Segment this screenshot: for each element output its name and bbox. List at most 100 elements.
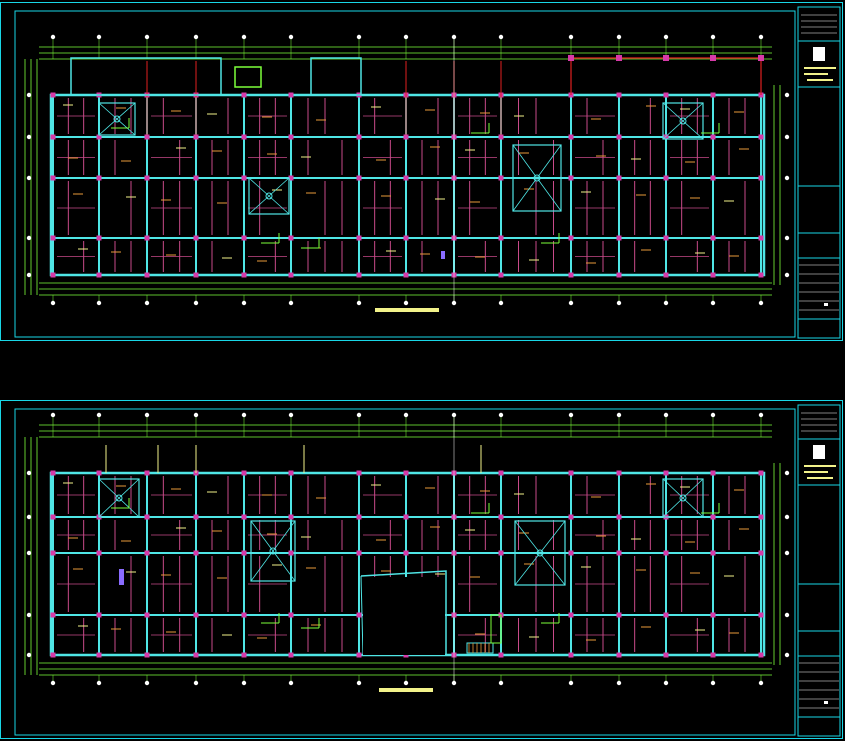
- axis-bubble-top: [498, 34, 504, 40]
- column: [758, 55, 764, 61]
- column: [498, 134, 504, 140]
- column: [498, 235, 504, 241]
- column: [663, 652, 669, 658]
- column: [568, 514, 574, 520]
- axis-bubble-top: [96, 412, 102, 418]
- column: [498, 272, 504, 278]
- axis-bubble-bottom: [96, 300, 102, 306]
- column: [710, 470, 716, 476]
- column: [50, 550, 56, 556]
- axis-bubble-bottom: [498, 680, 504, 686]
- column: [403, 514, 409, 520]
- column: [568, 550, 574, 556]
- column: [96, 235, 102, 241]
- column: [50, 92, 56, 98]
- column: [193, 235, 199, 241]
- stair-cross: [98, 478, 140, 518]
- column: [288, 612, 294, 618]
- axis-bubble-bottom: [616, 300, 622, 306]
- column: [616, 652, 622, 658]
- column: [498, 514, 504, 520]
- axis-bubble-top: [356, 34, 362, 40]
- axis-bubble-top: [193, 34, 199, 40]
- column: [50, 272, 56, 278]
- axis-bubble-left: [26, 470, 32, 476]
- column: [616, 55, 622, 61]
- stair-cross: [98, 102, 136, 136]
- scale-bar: [379, 688, 433, 692]
- column: [288, 550, 294, 556]
- stair-node: [679, 494, 687, 502]
- logo-icon: [813, 47, 825, 61]
- column: [663, 550, 669, 556]
- column: [288, 272, 294, 278]
- column: [663, 235, 669, 241]
- axis-bubble-top: [710, 34, 716, 40]
- title-text-line: [804, 67, 836, 69]
- column: [241, 514, 247, 520]
- sheet-number-mark: [824, 303, 828, 306]
- column: [50, 175, 56, 181]
- column: [50, 470, 56, 476]
- axis-bubble-bottom: [144, 680, 150, 686]
- column: [616, 272, 622, 278]
- column: [144, 612, 150, 618]
- axis-bubble-bottom: [758, 680, 764, 686]
- column: [96, 612, 102, 618]
- column: [710, 514, 716, 520]
- axis-bubble-bottom: [758, 300, 764, 306]
- axis-bubble-bottom: [356, 680, 362, 686]
- column: [144, 470, 150, 476]
- column: [144, 550, 150, 556]
- column: [403, 470, 409, 476]
- upper-room-box: [234, 66, 262, 88]
- stair-core: [512, 144, 562, 212]
- axis-bubble-bottom: [50, 680, 56, 686]
- column: [758, 470, 764, 476]
- drawing-sheet-2: [0, 400, 843, 739]
- axis-bubble-right: [784, 470, 790, 476]
- column: [710, 92, 716, 98]
- column: [193, 175, 199, 181]
- title-block: [797, 6, 841, 339]
- column: [710, 134, 716, 140]
- column: [241, 272, 247, 278]
- axis-bubble-top: [568, 412, 574, 418]
- column: [356, 514, 362, 520]
- axis-bubble-left: [26, 134, 32, 140]
- stair-core: [248, 177, 290, 215]
- stair-node: [536, 549, 544, 557]
- column: [193, 550, 199, 556]
- column: [241, 175, 247, 181]
- inner-frame: [14, 408, 796, 736]
- column: [288, 175, 294, 181]
- column: [498, 652, 504, 658]
- axis-bubble-bottom: [568, 300, 574, 306]
- column: [568, 612, 574, 618]
- column: [50, 612, 56, 618]
- axis-bubble-top: [663, 34, 669, 40]
- axis-bubble-top: [498, 412, 504, 418]
- axis-bubble-right: [784, 92, 790, 98]
- column: [288, 470, 294, 476]
- axis-bubble-left: [26, 235, 32, 241]
- axis-bubble-bottom: [710, 680, 716, 686]
- atrium-void: [363, 577, 445, 655]
- column: [288, 92, 294, 98]
- column: [403, 550, 409, 556]
- column: [663, 175, 669, 181]
- column: [758, 235, 764, 241]
- column: [356, 175, 362, 181]
- column: [356, 612, 362, 618]
- axis-bubble-right: [784, 235, 790, 241]
- title-text-line: [804, 465, 836, 467]
- stair-cross: [248, 177, 290, 215]
- stair-node: [113, 115, 121, 123]
- stair-node: [265, 192, 273, 200]
- axis-bubble-top: [403, 412, 409, 418]
- stair-node: [115, 494, 123, 502]
- axis-bubble-left: [26, 272, 32, 278]
- stair-cross: [250, 520, 296, 582]
- axis-bubble-top: [144, 412, 150, 418]
- column: [403, 134, 409, 140]
